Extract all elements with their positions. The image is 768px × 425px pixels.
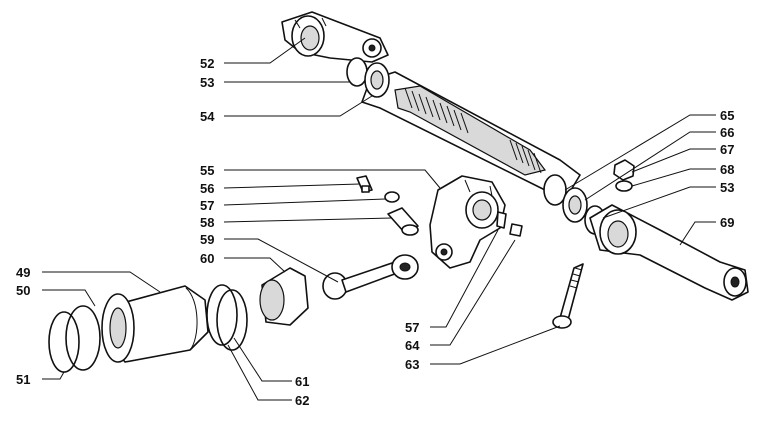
label-52: 52 (200, 56, 214, 71)
callout-labels: 52 53 54 55 56 57 58 59 60 49 50 51 61 6… (16, 56, 734, 408)
pin-58 (387, 207, 419, 236)
label-62: 62 (295, 393, 309, 408)
label-59: 59 (200, 232, 214, 247)
label-63: 63 (405, 357, 419, 372)
label-50: 50 (16, 283, 30, 298)
small-bolt-56 (356, 175, 373, 193)
label-57-left: 57 (200, 198, 214, 213)
label-56: 56 (200, 181, 214, 196)
ring-61 (206, 284, 238, 346)
ring-62 (216, 289, 248, 351)
label-54: 54 (200, 109, 215, 124)
label-58: 58 (200, 215, 214, 230)
clip-57 (384, 191, 400, 203)
label-65: 65 (720, 108, 734, 123)
label-53-upper: 53 (200, 75, 214, 90)
label-60: 60 (200, 251, 214, 266)
bolt (552, 263, 584, 329)
label-55: 55 (200, 163, 214, 178)
upper-lever (281, 11, 389, 63)
label-67: 67 (720, 142, 734, 157)
nut-and-washer (613, 159, 635, 192)
splined-shaft (361, 71, 581, 201)
right-arm (589, 204, 749, 301)
clip-57-right (496, 211, 507, 229)
bushing-upper (346, 57, 390, 98)
leader-lines (42, 37, 716, 401)
label-61: 61 (295, 374, 309, 389)
label-68: 68 (720, 162, 734, 177)
connecting-rod (322, 254, 419, 300)
label-53-lower: 53 (720, 180, 734, 195)
crank-lever (429, 175, 506, 269)
label-51: 51 (16, 372, 30, 387)
screw-64 (509, 223, 523, 237)
ring-51 (48, 311, 80, 373)
label-69: 69 (720, 215, 734, 230)
ring-50 (65, 305, 101, 371)
label-57-right: 57 (405, 320, 419, 335)
label-64: 64 (405, 338, 420, 353)
label-66: 66 (720, 125, 734, 140)
label-49: 49 (16, 265, 30, 280)
cylinder (101, 285, 209, 363)
piston (259, 267, 309, 326)
